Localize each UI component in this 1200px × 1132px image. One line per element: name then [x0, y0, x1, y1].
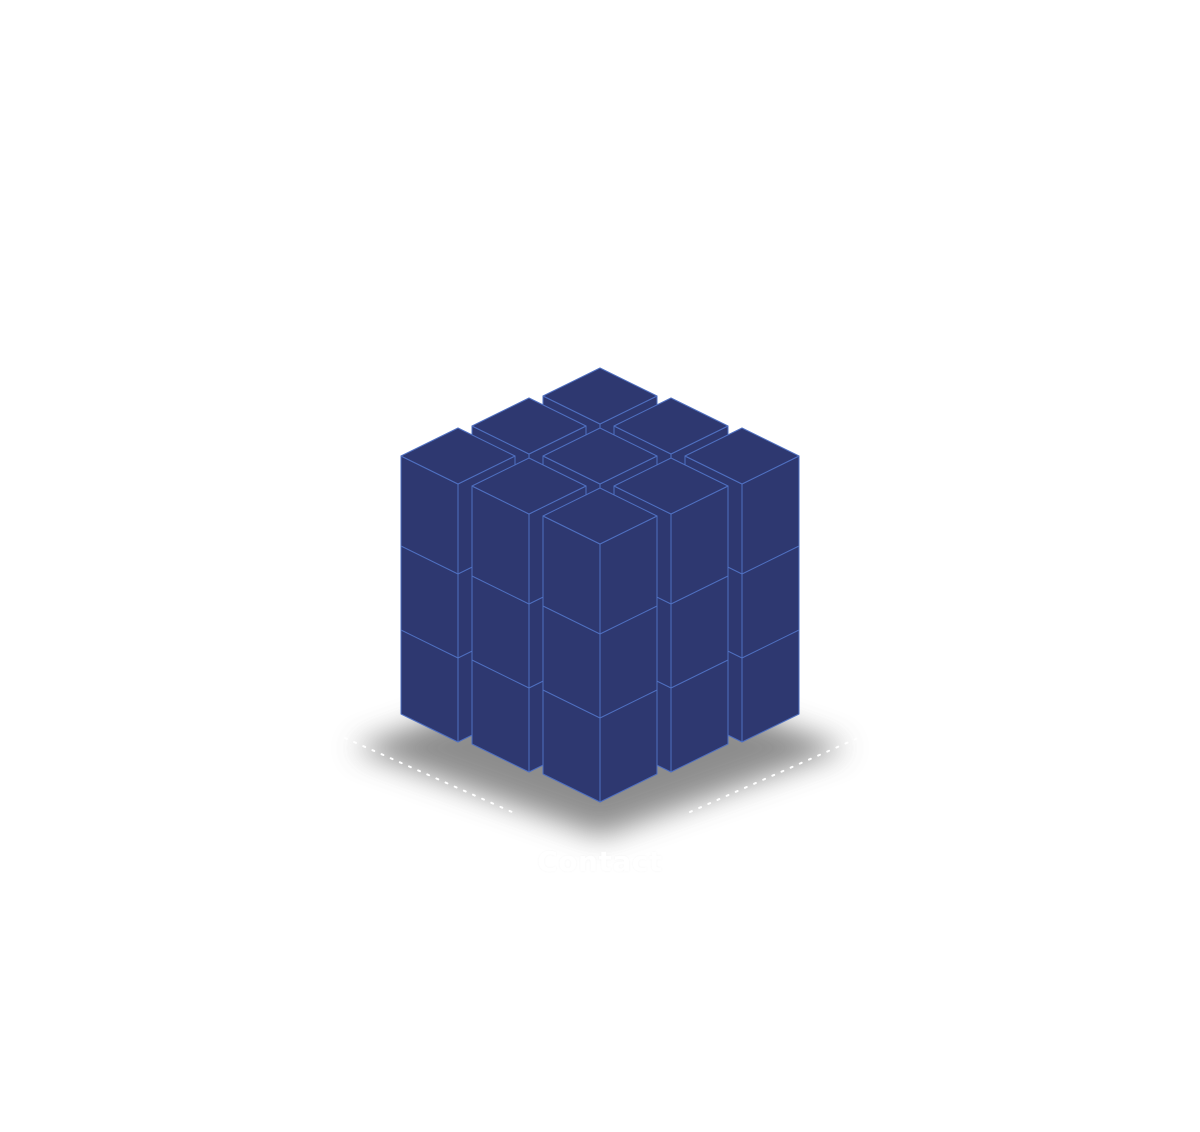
cube-top-face — [542, 487, 658, 545]
cube-top-face — [400, 427, 516, 485]
cube-top-face — [613, 457, 729, 515]
cube-top-face — [684, 427, 800, 485]
dotted-outline-left — [344, 737, 513, 813]
cube-top-face — [471, 457, 587, 515]
cube-top-face — [613, 397, 729, 455]
contact-label[interactable]: Contact — [537, 845, 663, 878]
cube-block — [542, 487, 658, 635]
dotted-outline-right — [689, 737, 859, 813]
cube-top-face — [542, 427, 658, 485]
cube-top-face — [542, 367, 658, 425]
cube-top-face — [471, 397, 587, 455]
